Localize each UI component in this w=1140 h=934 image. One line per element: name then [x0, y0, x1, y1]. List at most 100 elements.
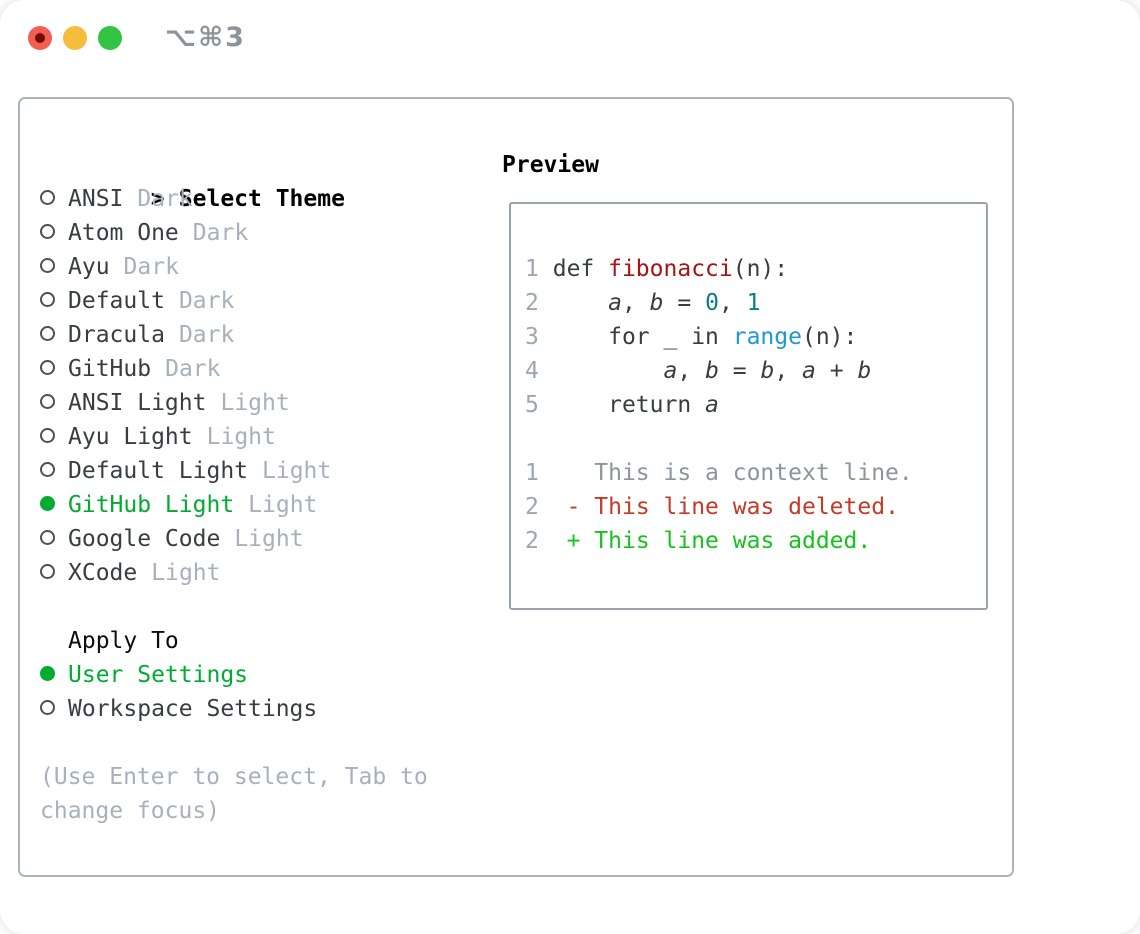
line-number: 1: [525, 460, 539, 486]
option-label: XCode: [68, 560, 138, 586]
token-var: b: [760, 358, 775, 384]
token-plain: ,: [718, 290, 747, 316]
preview-line: 1 def fibonacci(n):: [525, 252, 986, 286]
option-label: Google Code: [68, 526, 221, 552]
variant-label: Light: [248, 492, 318, 518]
titlebar: ⌥⌘3: [0, 0, 1140, 75]
radio-selected-icon: [40, 496, 55, 511]
apply-to-option[interactable]: Workspace Settings: [40, 692, 428, 726]
option-label: ANSI: [68, 186, 124, 212]
window-title: ⌥⌘3: [165, 22, 246, 53]
token-plain: +: [815, 358, 858, 384]
option-label: ANSI Light: [68, 390, 207, 416]
radio-unselected-icon: [40, 258, 55, 273]
preview-title: Preview: [502, 152, 599, 178]
theme-option[interactable]: Default Light Light: [40, 454, 428, 488]
token-plain: =: [663, 290, 706, 316]
theme-option[interactable]: GitHub Light Light: [40, 488, 428, 522]
option-label: Workspace Settings: [68, 696, 318, 722]
hint-line-2: change focus): [40, 798, 221, 824]
spacer: [40, 726, 428, 760]
variant-label: Dark: [178, 322, 235, 348]
token-var: b: [705, 358, 719, 384]
token-plain: ,: [774, 358, 803, 384]
radio-unselected-icon: [40, 292, 55, 307]
traffic-light-zoom-icon[interactable]: [98, 26, 122, 50]
option-label: Atom One: [68, 220, 179, 246]
radio-unselected-icon: [40, 700, 55, 715]
token-num: 0: [705, 290, 719, 316]
spacer: [40, 590, 428, 624]
token-var: a: [608, 290, 622, 316]
token-plain: =: [718, 358, 761, 384]
token-plain: (n):: [801, 324, 858, 350]
token-plain: [553, 460, 595, 486]
token-ctx: This is a context line.: [594, 460, 913, 486]
hint-line-1: (Use Enter to select, Tab to: [40, 764, 428, 790]
token-plain: ,: [621, 290, 650, 316]
radio-unselected-icon: [40, 530, 55, 545]
focus-caret-icon: >: [150, 186, 165, 212]
traffic-light-minimize-icon[interactable]: [63, 26, 87, 50]
variant-label: Dark: [178, 288, 235, 314]
line-number: 1: [525, 256, 539, 282]
line-number: 3: [525, 324, 539, 350]
variant-label: Dark: [123, 254, 179, 280]
line-number: 2: [525, 494, 539, 520]
variant-label: Light: [262, 458, 332, 484]
token-plain: return: [552, 392, 706, 418]
token-plain: for _ in: [552, 324, 733, 350]
theme-option[interactable]: ANSI Light Light: [40, 386, 428, 420]
radio-unselected-icon: [40, 360, 55, 375]
variant-label: Dark: [137, 186, 193, 212]
theme-option[interactable]: ANSI Dark: [40, 182, 428, 216]
option-label: Dracula: [68, 322, 165, 348]
preview-line: 3 for _ in range(n):: [525, 320, 986, 354]
radio-unselected-icon: [40, 428, 55, 443]
theme-option[interactable]: Default Dark: [40, 284, 428, 318]
option-label: Ayu Light: [68, 424, 193, 450]
option-label: GitHub Light: [68, 492, 235, 518]
radio-unselected-icon: [40, 224, 55, 239]
apply-to-option[interactable]: User Settings: [40, 658, 428, 692]
theme-option[interactable]: Ayu Dark: [40, 250, 428, 284]
preview-line: 1 This is a context line.: [525, 456, 986, 490]
traffic-light-close-icon[interactable]: [28, 26, 52, 50]
preview-line: 5 return a: [525, 388, 986, 422]
variant-label: Light: [220, 390, 290, 416]
radio-selected-icon: [40, 666, 55, 681]
option-label: Ayu: [68, 254, 110, 280]
select-theme-title: Select Theme: [178, 186, 345, 212]
diff-preview: 1 This is a context line.2 - This line w…: [525, 456, 986, 558]
token-plain: [553, 494, 567, 520]
option-label: Default Light: [68, 458, 249, 484]
radio-unselected-icon: [40, 564, 55, 579]
token-plain: [553, 358, 664, 384]
theme-option[interactable]: Dracula Dark: [40, 318, 428, 352]
token-var: b: [857, 358, 872, 384]
preview-line: 2 a, b = 0, 1: [525, 286, 986, 320]
token-func: fibonacci: [608, 256, 733, 282]
option-label: Default: [68, 288, 165, 314]
radio-unselected-icon: [40, 462, 55, 477]
radio-unselected-icon: [40, 326, 55, 341]
radio-unselected-icon: [40, 394, 55, 409]
token-var: a: [705, 392, 719, 418]
line-number: 5: [525, 392, 539, 418]
close-dot-icon: [35, 33, 45, 43]
token-plain: def: [552, 256, 609, 282]
preview-line: 2 - This line was deleted.: [525, 490, 986, 524]
token-num: 1: [746, 290, 761, 316]
